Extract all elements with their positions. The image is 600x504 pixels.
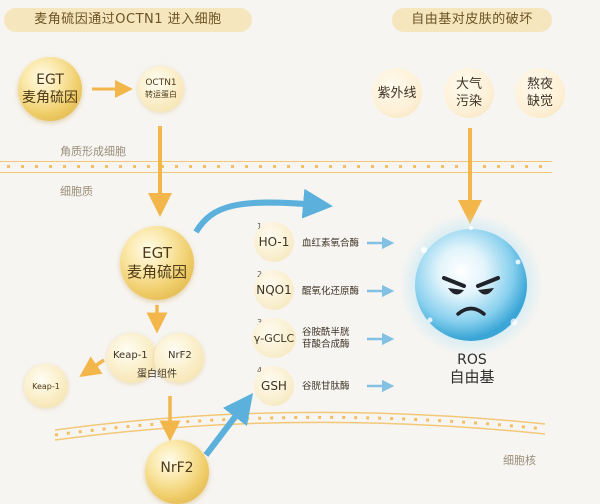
enzyme-3-name: γ-GCLC (253, 331, 295, 345)
enzyme-2-name: NQO1 (256, 283, 292, 297)
arrow-egt-to-ros (193, 188, 333, 234)
enzyme-1-name: HO-1 (258, 235, 290, 249)
damage-uv: 紫外线 (372, 68, 422, 118)
enzyme-1-desc: 血红素氧合酶 (302, 238, 360, 249)
ros-label: ROS 自由基 (437, 352, 507, 386)
damage-pollution-line1: 大气 (455, 77, 482, 92)
enzyme-4-circle: GSH (254, 366, 294, 406)
enzyme-3-circle: γ-GCLC (252, 318, 296, 358)
octn1-sublabel: 转运蛋白 (145, 90, 177, 99)
enzyme-4-desc: 谷胱甘肽酶 (302, 381, 350, 392)
complex-right-label: NrF2 (168, 350, 192, 361)
nrf2-molecule: NrF2 (145, 440, 209, 504)
left-header: 麦角硫因通过OCTN1 进入细胞 (4, 8, 252, 32)
nrf2-half (154, 333, 204, 383)
egt-mid-molecule: EGT 麦角硫因 (120, 226, 194, 300)
complex-left-label: Keap-1 (113, 350, 148, 361)
ros-label-line2: 自由基 (449, 368, 495, 386)
damage-sleep-line2: 缺觉 (526, 94, 553, 109)
keap1-half (107, 333, 157, 383)
enzyme-2-desc: 醌氧化还原酶 (302, 286, 360, 297)
keap1-released-label: Keap-1 (32, 381, 60, 391)
nrf2-label: NrF2 (160, 460, 194, 476)
egt-top-sublabel: 麦角硫因 (22, 90, 78, 106)
enzyme-3-desc-line2: 苷酸合成酶 (302, 339, 350, 350)
ros-label-line1: ROS (457, 352, 487, 368)
enzyme-3-desc-line1: 谷胺酰半胱 (302, 327, 350, 338)
complex-sublabel: 蛋白组件 (137, 369, 177, 380)
damage-sleep-line1: 熬夜 (526, 77, 553, 92)
arrow-nrf2-enzymes (203, 393, 254, 457)
cell-membrane (0, 161, 552, 173)
zone-cytoplasm-label: 细胞质 (60, 185, 93, 198)
octn1-transporter: OCTN1 转运蛋白 (138, 66, 184, 112)
damage-pollution-line2: 污染 (455, 94, 482, 109)
damage-pollution: 大气 污染 (444, 68, 494, 118)
egt-mid-sublabel: 麦角硫因 (126, 263, 187, 281)
egt-mid-label: EGT (142, 244, 172, 262)
enzyme-4-name: GSH (261, 379, 287, 393)
nuclear-membrane (54, 411, 546, 441)
enzyme-1-circle: HO-1 (254, 222, 294, 262)
enzyme-3-desc: 谷胺酰半胱 苷酸合成酶 (302, 327, 350, 351)
octn1-label: OCTN1 (145, 78, 177, 88)
damage-sleep: 熬夜 缺觉 (515, 68, 565, 118)
ros-radical-icon (399, 213, 543, 357)
right-header: 自由基对皮肤的破坏 (392, 8, 552, 32)
zone-stratum-label: 角质形成细胞 (60, 145, 126, 158)
damage-uv-label: 紫外线 (377, 85, 417, 101)
enzyme-2-circle: NQO1 (254, 270, 294, 310)
arrow-complex-keap (79, 356, 105, 377)
zone-nucleus-label: 细胞核 (503, 454, 536, 467)
keap1-released: Keap-1 (24, 364, 68, 408)
egt-top-label: EGT (36, 72, 64, 88)
egt-top-molecule: EGT 麦角硫因 (18, 57, 82, 121)
